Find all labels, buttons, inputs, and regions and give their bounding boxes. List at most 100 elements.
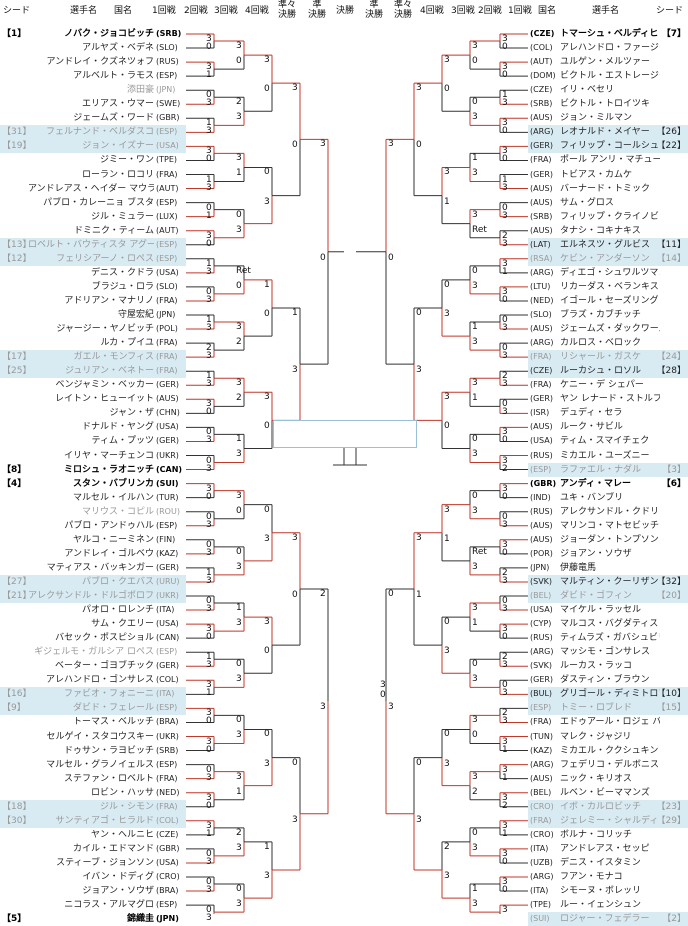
player-country: (USA): [156, 619, 179, 629]
player-country: (USA): [156, 267, 179, 277]
match-score: 3: [502, 848, 508, 859]
match-score: 2: [502, 800, 508, 811]
player-country: (UKR): [156, 591, 179, 600]
player-name: パブロ・クエバス: [81, 576, 154, 587]
player-country: (USA): [156, 422, 179, 432]
match-score: 3: [320, 702, 326, 713]
player-country: (ESP): [156, 127, 178, 137]
player-country: (UKR): [156, 731, 179, 741]
match-score: 2: [236, 827, 242, 838]
player-name: ガエル・モンフィス: [73, 352, 154, 363]
match-score: 1: [472, 322, 478, 333]
player-name: ルーカシュ・ロソル: [560, 366, 642, 377]
match-score: 1: [206, 118, 212, 129]
match-score: 0: [206, 154, 212, 165]
header-ctry-left: 国名: [114, 6, 133, 16]
player-country: (FRA): [156, 366, 178, 376]
right-player-row: (GER)フィリップ・コールシュライバー【22】: [528, 139, 688, 154]
player-country: (GER): [530, 169, 554, 179]
left-player-row: 【8】ミロシュ・ラオニッチ(CAN): [0, 463, 186, 477]
player-country: (GER): [156, 436, 180, 446]
match-score: 3: [320, 139, 326, 150]
match-score: 3: [206, 820, 212, 831]
player-name: トマーシュ・ベルディヒ: [560, 29, 659, 39]
match-score: Ret: [472, 546, 487, 557]
player-seed: 【25】: [2, 366, 32, 377]
player-name: フェリシアーノ・ロペス: [56, 253, 154, 264]
match-score: 0: [264, 84, 270, 95]
player-name: ダスティン・ブラウン: [560, 675, 650, 686]
header-r3-left: 3回戦: [214, 6, 238, 16]
left-player-row: トーマス・ベルッチ(BRA): [0, 715, 186, 729]
player-seed: 【9】: [2, 703, 26, 714]
match-score: 3: [444, 646, 450, 657]
match-score: 0: [472, 265, 478, 276]
player-name: マルコス・バグダティス: [560, 619, 659, 630]
match-score: 3: [502, 736, 508, 747]
player-country: (JPN): [530, 562, 550, 572]
player-country: (ARG): [530, 267, 554, 277]
match-score: 1: [472, 618, 478, 629]
right-player-row: (GER)トビアス・カムケ: [528, 168, 688, 182]
match-score: 3: [206, 323, 212, 334]
right-player-row: (CZE)トマーシュ・ベルディヒ【7】: [528, 27, 688, 41]
player-country: (ESP): [156, 239, 178, 249]
match-score: 0: [206, 407, 212, 418]
player-name: ルーカス・ラッコ: [560, 661, 633, 672]
match-score: 3: [472, 771, 478, 782]
match-score: 3: [502, 624, 508, 635]
left-player-row: ブラジュ・ロラ(SLO): [0, 280, 186, 294]
right-player-row: (AUT)ユルゲン・メルツァー: [528, 55, 688, 69]
match-score: 3: [206, 708, 212, 719]
header-sf-right: 準 決勝: [365, 0, 384, 20]
match-score: 3: [236, 153, 242, 164]
match-score: 3: [502, 62, 508, 73]
player-country: (TPE): [156, 155, 178, 165]
player-name: ディエゴ・シュワルツマン: [560, 267, 660, 278]
player-name: イリ・ベセリ: [560, 85, 615, 96]
match-score: 3: [472, 561, 478, 572]
player-name: アドリアン・マナリノ: [64, 295, 154, 306]
match-score: 3: [444, 504, 450, 515]
player-name: ジョアン・ソウザ: [82, 886, 154, 897]
right-player-row: (DOM)ビクトル・エストレージャ ブルゴス: [528, 69, 688, 83]
player-name: アンドレイ・クズネツォフ: [46, 57, 154, 68]
match-score: 3: [502, 792, 508, 803]
player-country: (IND): [530, 492, 551, 502]
match-score: 3: [264, 196, 270, 207]
match-score: 0: [206, 427, 212, 438]
player-name: レオナルド・メイヤー: [560, 127, 650, 138]
match-score: 1: [472, 393, 478, 404]
player-name: アレクサンドル・クドリャフツェフ: [560, 506, 660, 517]
match-score: 3: [502, 407, 508, 418]
player-country: (FRA): [530, 717, 552, 727]
header-name-left: 選手名: [70, 6, 98, 16]
player-name: ボルナ・コリッチ: [560, 829, 633, 840]
player-name: フィリップ・コールシュライバー: [560, 141, 660, 152]
match-score: 3: [416, 365, 422, 376]
right-player-row: (UZB)デニス・イスタミン: [528, 856, 688, 870]
match-score: 3: [206, 772, 212, 783]
player-seed: 【11】: [656, 239, 686, 250]
player-country: (GER): [530, 675, 554, 685]
match-score: 3: [206, 547, 212, 558]
right-player-row: (SVK)マルティン・クーリザン【32】: [528, 574, 688, 589]
left-player-row: アンドレアス・ヘイダー マウラー(AUT): [0, 182, 186, 196]
right-player-row: (KAZ)ミカエル・ククシュキン: [528, 744, 688, 758]
match-score: 0: [236, 884, 242, 895]
match-score: 3: [264, 392, 270, 403]
left-player-row: 【17】ガエル・モンフィス(FRA): [0, 350, 186, 365]
match-score: 0: [236, 280, 242, 291]
player-seed: 【28】: [656, 366, 686, 377]
player-country: (ESP): [156, 647, 178, 657]
match-score: 0: [416, 307, 422, 318]
player-country: (SUI): [530, 914, 550, 924]
right-player-row: (FRA)ポール アンリ・マチュー: [528, 153, 688, 167]
match-score: 3: [502, 98, 508, 109]
match-score: 0: [206, 202, 212, 213]
player-name: バセック・ポスピショル: [55, 633, 154, 644]
player-name: トミー・ロブレド: [560, 703, 633, 714]
right-player-row: (POR)ジョアン・ソウザ: [528, 547, 688, 561]
match-score: 3: [264, 870, 270, 881]
left-player-row: イリヤ・マーチェンコ(UKR): [0, 449, 186, 463]
